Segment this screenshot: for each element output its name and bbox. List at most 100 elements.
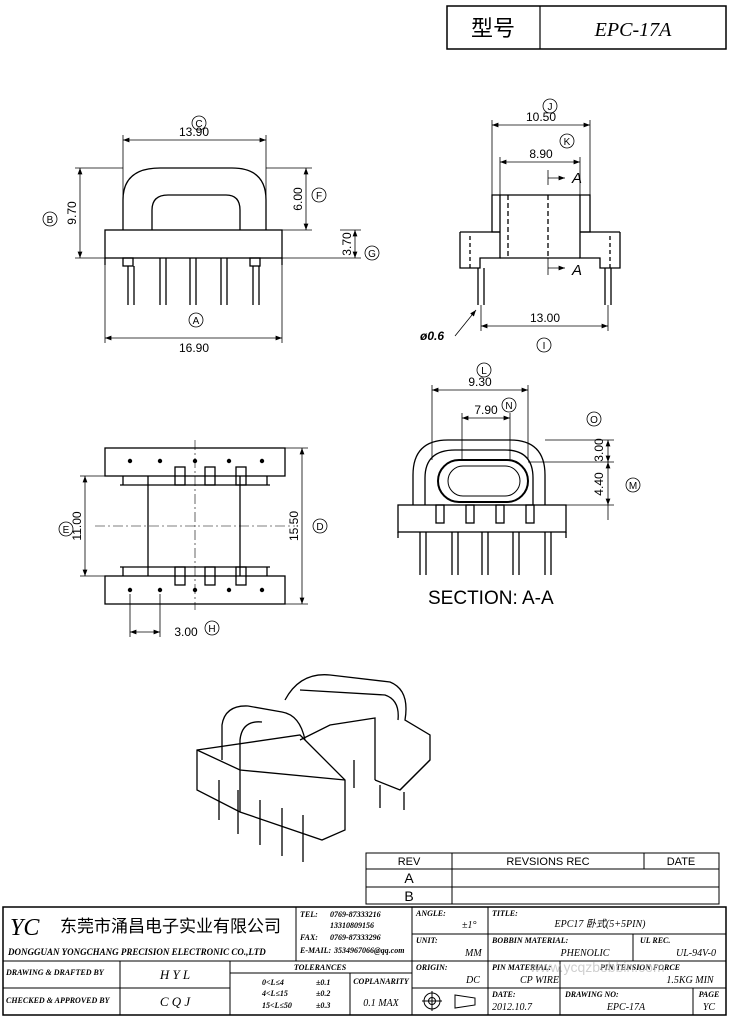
email: 3534967066@qq.com	[333, 946, 404, 955]
origin-label: ORIGIN:	[416, 963, 448, 972]
rev-row-a: A	[404, 870, 414, 886]
circle-a: A	[193, 316, 200, 327]
rev-row-b: B	[404, 888, 413, 904]
page-label: PAGE	[699, 990, 720, 999]
circle-i: I	[543, 341, 546, 352]
bottom-view	[95, 440, 295, 610]
material-label: BOBBIN MATERIAL:	[491, 936, 569, 945]
angle-label: ANGLE:	[415, 909, 446, 918]
dim-k-value: 8.90	[529, 147, 553, 161]
circle-h: H	[208, 624, 215, 635]
pinmat: CP WIRE	[520, 975, 559, 986]
dim-e-value: 11.00	[70, 511, 84, 540]
tel1: 0769-87333216	[330, 910, 381, 919]
ulrec-label: UL REC.	[640, 936, 670, 945]
checked-label: CHECKED & APPROVED BY	[6, 996, 111, 1005]
angle: ±1°	[462, 920, 477, 931]
drawingno-label: DRAWING NO:	[564, 990, 619, 999]
circle-f: F	[316, 191, 322, 202]
watermark: www.ycqzbobbin.com	[529, 959, 665, 975]
company-cn: 东莞市涌昌电子实业有限公司	[60, 917, 281, 937]
front-view-dims	[75, 135, 361, 343]
rev-col-rec: REVSIONS REC	[506, 856, 589, 868]
circle-j: J	[548, 102, 553, 113]
unit: MM	[464, 948, 482, 959]
fax-label: FAX:	[299, 933, 318, 942]
circle-m: M	[629, 481, 637, 492]
title: EPC17 卧式(5+5PIN)	[554, 918, 647, 930]
date: 2012.10.7	[492, 1002, 533, 1013]
section-view	[397, 439, 567, 575]
fax: 0769-87333296	[330, 933, 381, 942]
material: PHENOLIC	[560, 948, 610, 959]
model-label: 型号	[471, 17, 515, 42]
bottom-view-dims	[80, 447, 308, 637]
dim-pin-dia: ø0.6	[420, 329, 444, 343]
date-label: DATE:	[491, 990, 516, 999]
drawn-label: DRAWING & DRAFTED BY	[5, 968, 105, 977]
dim-j-value: 10.50	[526, 110, 556, 124]
dim-m-value: 4.40	[592, 472, 606, 496]
rev-col-date: DATE	[667, 856, 696, 868]
dim-o-value: 3.00	[592, 438, 606, 462]
side-view	[459, 194, 621, 305]
dim-g-value: 3.70	[340, 232, 354, 256]
tol-r2-val: ±0.2	[316, 989, 330, 998]
section-view-dims	[431, 385, 614, 520]
circle-k: K	[564, 137, 571, 148]
origin: DC	[465, 975, 480, 986]
dim-f-value: 6.00	[291, 187, 305, 211]
unit-label: UNIT:	[416, 936, 438, 945]
model-box: 型号 EPC-17A	[446, 5, 727, 50]
circle-e: E	[63, 525, 70, 536]
front-view	[104, 167, 283, 305]
tol-r2-range: 4<L≤15	[261, 989, 288, 998]
section-mark-top: A	[571, 170, 582, 187]
section-mark-bottom: A	[571, 262, 582, 279]
dim-h-value: 3.00	[174, 625, 198, 639]
dim-d-value: 15.50	[287, 511, 301, 541]
email-label: E-MAIL:	[299, 946, 331, 955]
tol-label: TOLERANCES	[294, 963, 347, 972]
tol-r3-val: ±0.3	[316, 1001, 330, 1010]
circle-g: G	[368, 249, 376, 260]
circle-n: N	[505, 401, 512, 412]
circle-b: B	[47, 215, 54, 226]
rev-col-rev: REV	[398, 856, 421, 868]
tol-r1-range: 0<L≤4	[262, 978, 284, 987]
side-view-dims	[454, 120, 609, 337]
circle-l: L	[481, 366, 487, 377]
circle-d: D	[316, 522, 323, 533]
copl: 0.1 MAX	[363, 998, 399, 1009]
page: YC	[703, 1002, 716, 1013]
ulrec: UL-94V-0	[676, 948, 716, 959]
pinmat-label: PIN MATERIAL:	[492, 963, 552, 972]
logo: YC	[10, 915, 40, 941]
title-label: TITLE:	[492, 909, 518, 918]
tol-r1-val: ±0.1	[316, 978, 330, 987]
dim-n-value: 7.90	[474, 403, 498, 417]
copl-label: COPLANARITY	[353, 977, 410, 986]
tol-r3-range: 15<L≤50	[262, 1001, 292, 1010]
checked: C Q J	[160, 994, 192, 1009]
model-value: EPC-17A	[594, 19, 672, 41]
dim-b-value: 9.70	[65, 201, 79, 225]
dim-c-value: 13.90	[179, 125, 209, 139]
drawn: H Y L	[159, 967, 190, 982]
tel2: 13310809156	[330, 921, 374, 930]
company-en: DONGGUAN YONGCHANG PRECISION ELECTRONIC …	[7, 947, 266, 957]
section-title: SECTION: A-A	[428, 588, 554, 609]
dim-i-value: 13.00	[530, 311, 560, 325]
dim-letter-circles	[42, 98, 641, 636]
isometric-view	[196, 674, 431, 862]
title-block	[2, 906, 727, 1016]
revision-table	[365, 852, 720, 905]
dim-a-value: 16.90	[179, 341, 209, 355]
pinten: 1.5KG MIN	[666, 975, 715, 986]
tel-label: TEL:	[300, 910, 318, 919]
circle-c: C	[195, 119, 202, 130]
pinten-label: PIN TENSION FORCE	[600, 963, 680, 972]
dim-l-value: 9.30	[468, 375, 492, 389]
drawingno: EPC-17A	[606, 1002, 646, 1013]
